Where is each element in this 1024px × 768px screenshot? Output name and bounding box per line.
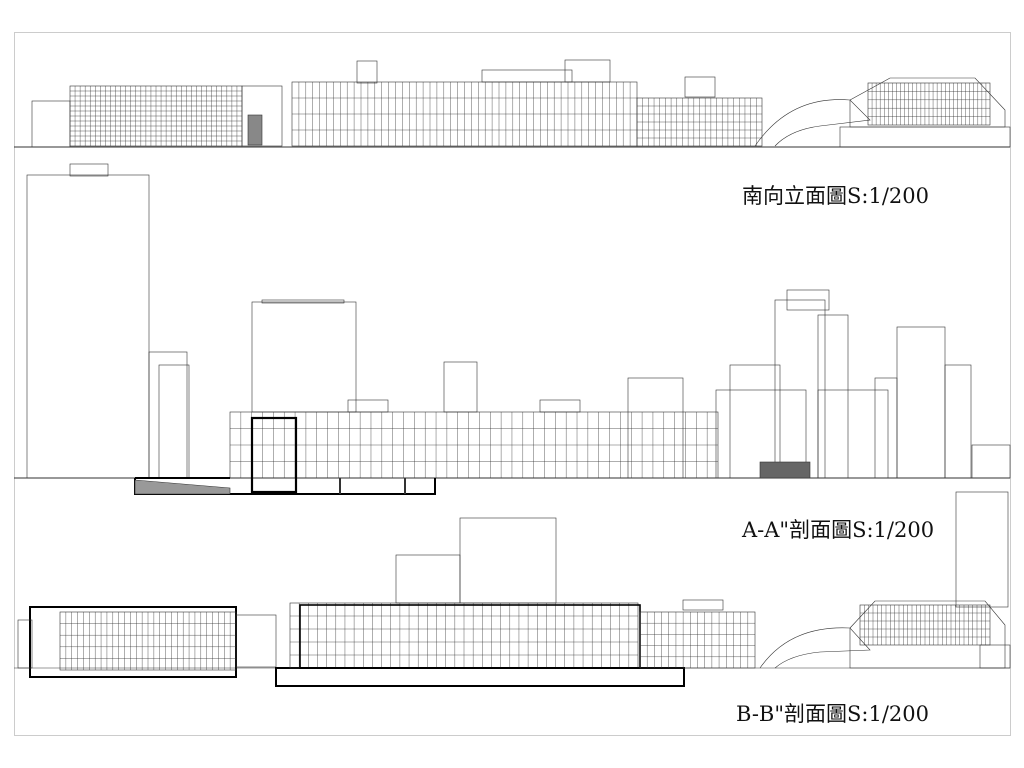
line-work [539, 399, 581, 413]
line-work [395, 554, 461, 604]
line-work [786, 289, 830, 311]
line-work [759, 461, 811, 479]
line-work [134, 479, 231, 495]
south-elevation-title: 南向立面圖S:1/200 [742, 184, 929, 208]
line-work [443, 361, 478, 413]
section-aa-title: A-A"剖面圖S:1/200 [742, 518, 935, 542]
line-work [347, 399, 389, 413]
line-work [627, 377, 684, 479]
line-work [849, 600, 1006, 669]
line-work [29, 606, 237, 678]
line-work [754, 99, 871, 147]
line-work [148, 351, 188, 479]
line-work [247, 114, 263, 146]
line-work [275, 667, 685, 687]
line-work [896, 326, 946, 479]
sheet-border [14, 32, 1011, 736]
line-work [299, 604, 641, 669]
line-work [817, 389, 889, 479]
line-work [158, 364, 190, 479]
line-work [774, 299, 826, 479]
line-work [459, 517, 557, 604]
line-work [759, 627, 871, 669]
line-work [564, 59, 611, 83]
section-bb-title: B-B"剖面圖S:1/200 [736, 702, 929, 726]
line-work [31, 100, 71, 148]
line-work [817, 314, 849, 479]
section-bb-drawing [14, 491, 1011, 687]
line-work [250, 416, 298, 494]
line-work [69, 163, 109, 177]
line-work [971, 444, 1011, 479]
line-work [17, 619, 33, 669]
line-work [955, 491, 1009, 608]
line-work [944, 364, 972, 479]
line-work [979, 644, 1011, 669]
south-elevation-drawing [14, 59, 1011, 148]
line-work [241, 85, 283, 147]
line-work [729, 364, 781, 479]
line-work [839, 126, 1011, 148]
line-work [26, 174, 150, 479]
line-work [356, 60, 378, 84]
section-aa-drawing [14, 163, 1011, 495]
line-work [261, 299, 345, 304]
line-work [235, 614, 277, 668]
line-work [251, 301, 357, 413]
line-work [481, 69, 573, 83]
line-work [874, 377, 898, 479]
line-work [682, 599, 724, 611]
line-work [684, 76, 716, 98]
